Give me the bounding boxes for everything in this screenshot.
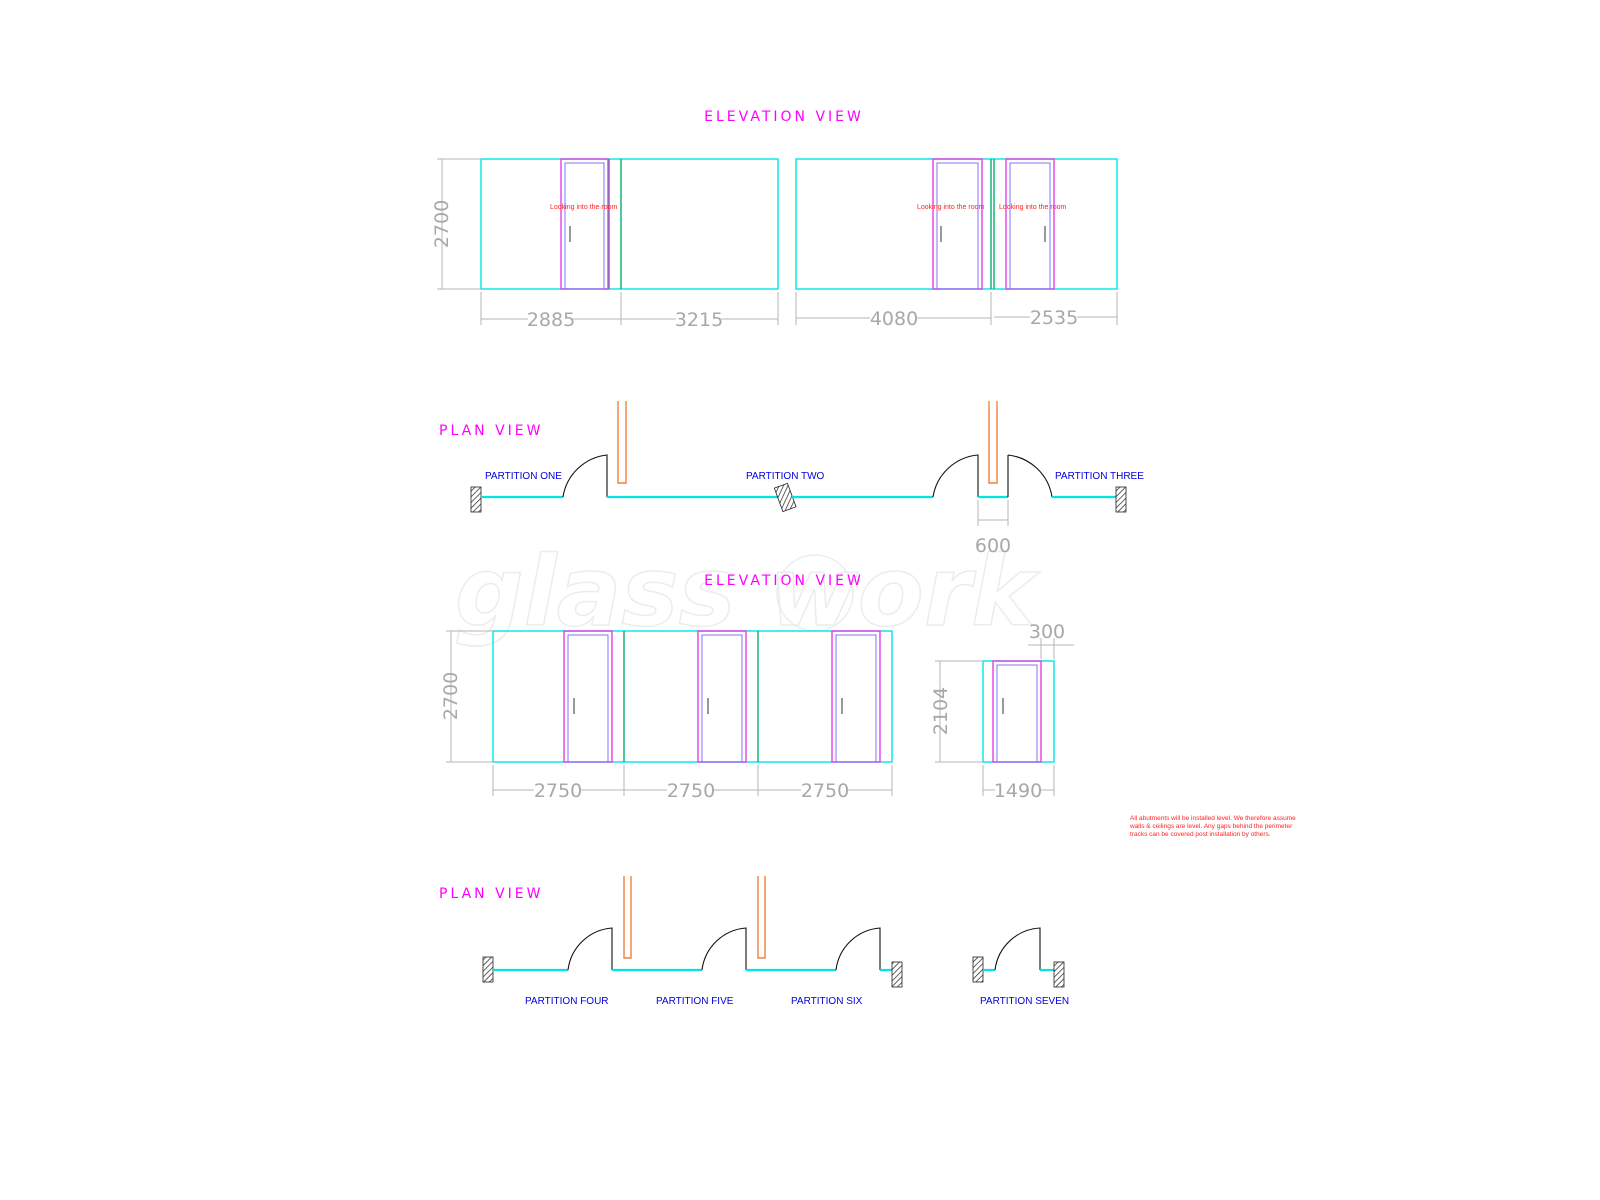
elevation-top-title: ELEVATION VIEW xyxy=(704,109,864,125)
wall-abutment-icon xyxy=(972,956,984,983)
dim-bottom-height: 2700 xyxy=(440,672,462,720)
looking-label: Looking into the room xyxy=(999,204,1066,211)
elevation-bottom xyxy=(492,630,893,763)
door-leaf xyxy=(567,634,609,763)
looking-label: Looking into the room xyxy=(917,204,984,211)
partition-four-label: PARTITION FOUR xyxy=(525,996,609,1007)
glass-panel xyxy=(795,158,1118,290)
looking-label: Looking into the room xyxy=(550,204,617,211)
dim-top-width-3: 4080 xyxy=(870,308,918,330)
door-leaf xyxy=(936,162,979,290)
door-swing-icon xyxy=(835,927,881,971)
dim-bottom-width-1: 2750 xyxy=(534,780,582,802)
note-line-2: walls & ceilings are level. Any gaps beh… xyxy=(1129,823,1293,830)
partition-one-label: PARTITION ONE xyxy=(485,471,562,482)
door-frame xyxy=(563,630,613,763)
dim-top-width-2: 3215 xyxy=(675,309,723,331)
glass-panel xyxy=(492,630,893,763)
door-leaf xyxy=(996,664,1038,763)
plan-top-title: PLAN VIEW xyxy=(439,423,543,439)
wall-stub xyxy=(623,876,632,959)
wall-stub xyxy=(617,401,627,484)
door-frame xyxy=(560,158,609,290)
wall-stub xyxy=(757,876,766,959)
wall-abutment-icon xyxy=(773,482,797,513)
door-swing-icon xyxy=(1007,454,1053,498)
installation-note: All abutments will be installed level. W… xyxy=(1129,815,1296,838)
dim-top-width-4: 2535 xyxy=(1030,307,1078,329)
elevation-top-dimensions: 2700 2885 3215 4080 2535 xyxy=(431,158,1118,331)
plan-bottom-title: PLAN VIEW xyxy=(439,886,543,902)
dim-small-height: 2104 xyxy=(930,687,952,735)
door-swing-icon xyxy=(994,927,1041,971)
wall-abutment-icon xyxy=(891,961,903,988)
dim-small-width: 1490 xyxy=(994,780,1042,802)
partition-six-label: PARTITION SIX xyxy=(791,996,863,1007)
wall-abutment-icon xyxy=(470,486,482,513)
door-leaf xyxy=(701,634,743,763)
dim-bottom-width-3: 2750 xyxy=(801,780,849,802)
elevation-bottom-small xyxy=(982,660,1055,763)
door-swing-icon xyxy=(562,454,608,498)
door-frame xyxy=(992,660,1042,763)
dim-top-width-1: 2885 xyxy=(527,309,575,331)
door-leaf xyxy=(564,162,605,290)
door-frame xyxy=(932,158,983,290)
dim-small-offset: 300 xyxy=(1029,621,1065,643)
partition-seven-label: PARTITION SEVEN xyxy=(980,996,1069,1007)
wall-stub xyxy=(988,401,998,484)
glass-panel xyxy=(480,158,779,290)
door-swing-icon xyxy=(701,927,747,971)
elevation-bottom-dimensions: 2700 2750 2750 2750 2104 1490 300 xyxy=(440,621,1074,802)
door-frame xyxy=(1005,158,1055,290)
plan-top: 600 PARTITION ONE PARTITION TWO PARTITIO… xyxy=(470,401,1144,557)
door-swing-icon xyxy=(567,927,613,971)
wall-abutment-icon xyxy=(1115,486,1127,513)
partition-five-label: PARTITION FIVE xyxy=(656,996,734,1007)
door-frame xyxy=(831,630,881,763)
door-leaf xyxy=(835,634,877,763)
door-leaf xyxy=(1009,162,1051,290)
elevation-top-right: Looking into the room Looking into the r… xyxy=(795,158,1118,290)
door-frame xyxy=(697,630,747,763)
dim-top-height: 2700 xyxy=(431,200,453,248)
partition-two-label: PARTITION TWO xyxy=(746,471,825,482)
plan-bottom: PARTITION FOUR PARTITION FIVE PARTITION … xyxy=(482,876,1069,1007)
elevation-top-left: Looking into the room xyxy=(480,158,779,290)
wall-abutment-icon xyxy=(482,956,494,983)
elevation-bottom-title: ELEVATION VIEW xyxy=(704,573,864,589)
note-line-3: tracks can be covered post installation … xyxy=(1130,831,1271,838)
door-swing-icon xyxy=(932,454,979,498)
wall-abutment-icon xyxy=(1053,961,1065,988)
note-line-1: All abutments will be installed level. W… xyxy=(1130,815,1296,822)
partition-three-label: PARTITION THREE xyxy=(1055,471,1144,482)
dim-bottom-width-2: 2750 xyxy=(667,780,715,802)
dim-gap-width: 600 xyxy=(975,535,1011,557)
watermark-text: glass work xyxy=(455,536,1040,648)
